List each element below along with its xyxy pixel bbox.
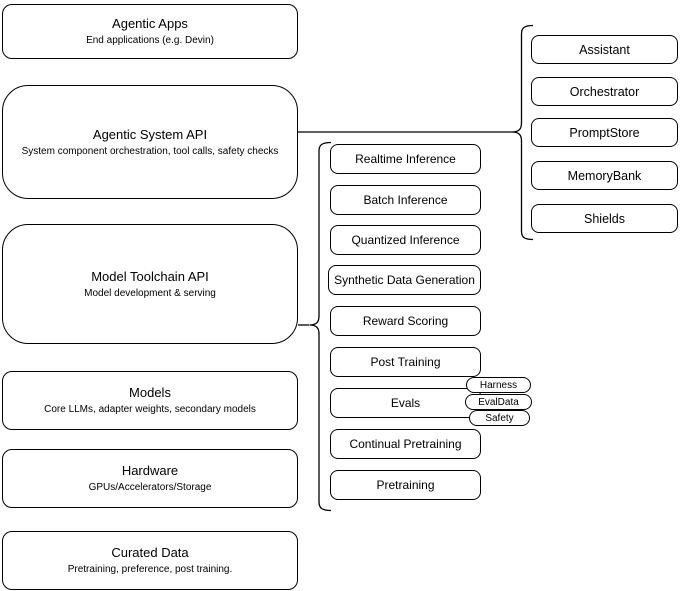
tag-label: Harness [479, 379, 518, 391]
node-pretraining: Pretraining [330, 470, 481, 500]
node-title: Hardware [121, 463, 179, 478]
node-agentic-system-api: Agentic System API System component orch… [2, 85, 298, 199]
node-title: Model Toolchain API [91, 268, 209, 284]
node-title: Agentic Apps [112, 16, 188, 31]
node-label: Continual Pretraining [349, 437, 462, 451]
node-realtime-inference: Realtime Inference [330, 144, 481, 174]
node-models: Models Core LLMs, adapter weights, secon… [2, 371, 298, 430]
node-orchestrator: Orchestrator [531, 77, 678, 106]
node-assistant: Assistant [531, 35, 678, 64]
node-label: Batch Inference [363, 193, 448, 207]
node-label: Assistant [579, 42, 630, 57]
node-agentic-apps: Agentic Apps End applications (e.g. Devi… [2, 4, 298, 59]
node-subtitle: Pretraining, preference, post training. [67, 564, 233, 575]
node-subtitle: GPUs/Accelerators/Storage [88, 482, 212, 493]
node-batch-inference: Batch Inference [330, 185, 481, 215]
node-model-toolchain-api: Model Toolchain API Model development & … [2, 224, 298, 344]
node-post-training: Post Training [330, 347, 481, 377]
node-label: Post Training [370, 355, 441, 369]
node-subtitle: System component orchestration, tool cal… [21, 145, 279, 157]
tag-label: Safety [485, 412, 514, 424]
node-memorybank: MemoryBank [531, 161, 678, 190]
node-title: Agentic System API [92, 126, 208, 142]
node-curated-data: Curated Data Pretraining, preference, po… [2, 531, 298, 590]
node-label: Orchestrator [569, 84, 640, 99]
node-label: MemoryBank [567, 168, 642, 183]
node-label: Synthetic Data Generation [334, 273, 475, 287]
node-shields: Shields [531, 204, 678, 233]
node-label: Evals [390, 396, 421, 410]
node-label: Realtime Inference [355, 152, 456, 166]
node-title: Models [129, 385, 171, 400]
node-label: Pretraining [376, 478, 435, 492]
node-subtitle: Model development & serving [84, 287, 216, 299]
tag-evaldata: EvalData [465, 394, 532, 410]
tag-harness: Harness [466, 377, 531, 393]
node-subtitle: End applications (e.g. Devin) [86, 35, 214, 46]
node-continual-pretraining: Continual Pretraining [330, 429, 481, 459]
node-quantized-inference: Quantized Inference [330, 225, 481, 255]
tag-safety: Safety [469, 410, 530, 426]
node-hardware: Hardware GPUs/Accelerators/Storage [2, 449, 298, 508]
node-evals: Evals [330, 388, 481, 418]
node-label: PromptStore [569, 125, 640, 140]
tag-label: EvalData [478, 396, 519, 408]
node-title: Curated Data [111, 545, 189, 560]
brace-toolchain-group [309, 141, 332, 512]
node-label: Quantized Inference [351, 233, 460, 247]
brace-system-group [511, 24, 534, 241]
node-label: Shields [584, 211, 625, 226]
node-synthetic-data-generation: Synthetic Data Generation [328, 265, 481, 295]
node-subtitle: Core LLMs, adapter weights, secondary mo… [44, 404, 256, 415]
node-label: Reward Scoring [362, 314, 449, 328]
node-reward-scoring: Reward Scoring [330, 306, 481, 336]
node-promptstore: PromptStore [531, 118, 678, 147]
